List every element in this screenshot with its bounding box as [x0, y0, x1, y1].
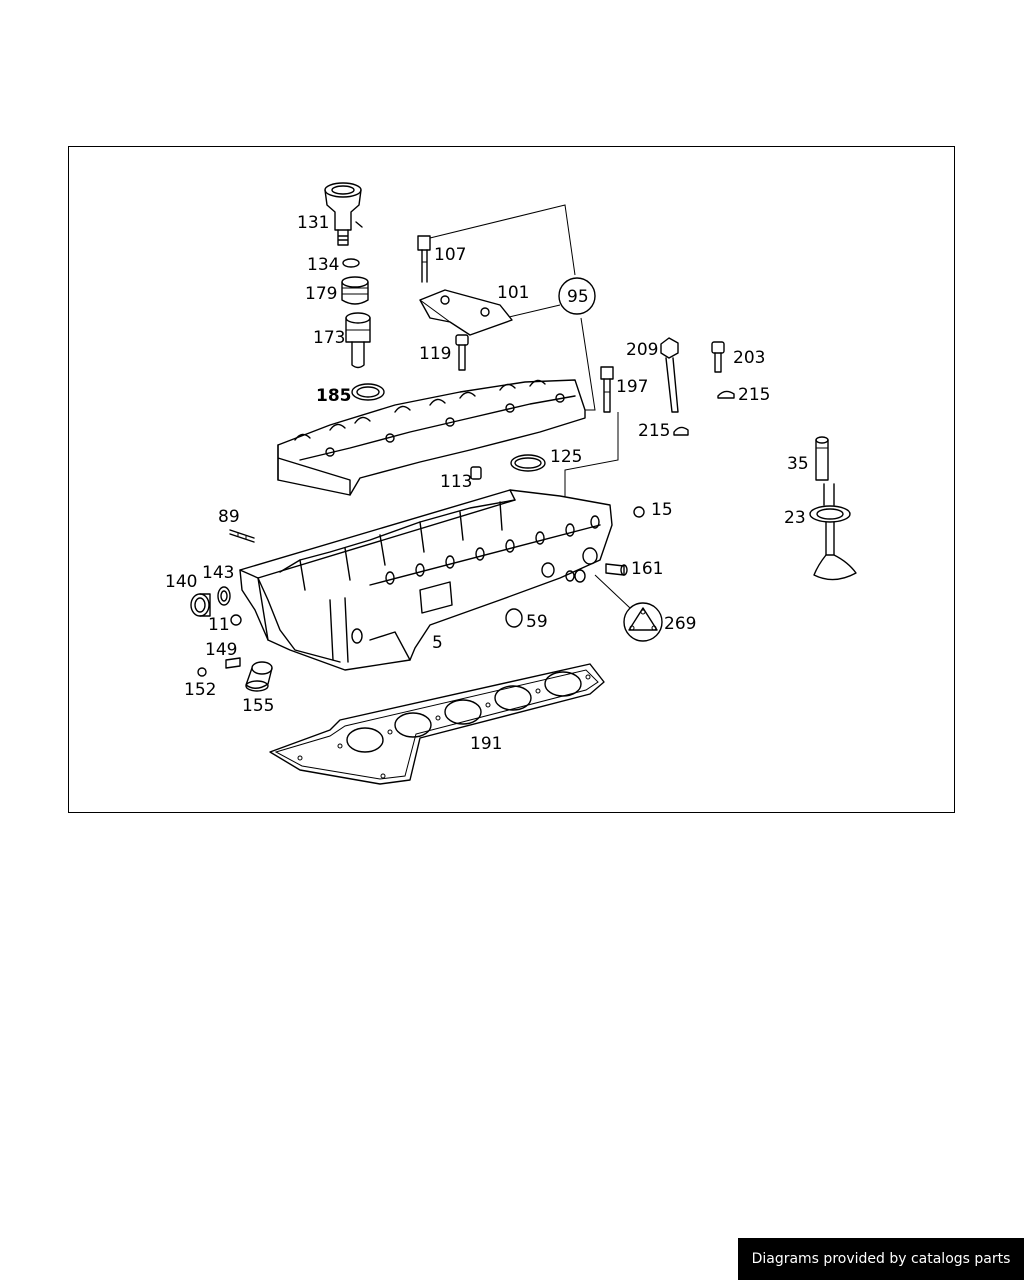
callout-125: 125 [550, 447, 582, 467]
callout-113: 113 [440, 472, 472, 492]
seal-125 [510, 454, 546, 472]
callout-23: 23 [784, 508, 806, 528]
bushing-179 [341, 276, 369, 305]
callout-11: 11 [208, 615, 230, 635]
callout-215-left: 215 [638, 421, 670, 441]
pin-149 [225, 657, 241, 669]
ball-152 [197, 667, 207, 677]
head-gasket-191 [269, 663, 605, 785]
tappet-113 [470, 466, 482, 480]
callout-143: 143 [202, 563, 234, 583]
callout-215-right: 215 [738, 385, 770, 405]
callout-119: 119 [419, 344, 451, 364]
bolt-203 [711, 341, 725, 373]
callout-107: 107 [434, 245, 466, 265]
callout-179: 179 [305, 284, 337, 304]
callout-89: 89 [218, 507, 240, 527]
sleeve-155 [245, 661, 273, 692]
callout-5: 5 [432, 633, 443, 653]
callout-173: 173 [313, 328, 345, 348]
bolt-107 [417, 235, 431, 283]
callout-203: 203 [733, 348, 765, 368]
plug-161 [605, 563, 628, 576]
credit-text: Diagrams provided by catalogs parts [751, 1251, 1011, 1267]
callout-labels: 131 134 179 173 185 107 101 95 119 209 2… [165, 213, 809, 754]
plug-59 [505, 608, 523, 628]
seal-143 [217, 586, 231, 606]
stud-89 [229, 529, 255, 543]
bolt-197 [600, 366, 614, 413]
callout-161: 161 [631, 559, 663, 579]
callout-209: 209 [626, 340, 658, 360]
callout-59: 59 [526, 612, 548, 632]
callout-131: 131 [297, 213, 329, 233]
callout-152: 152 [184, 680, 216, 700]
callout-95-circle [558, 277, 596, 315]
callout-149: 149 [205, 640, 237, 660]
callout-197: 197 [616, 377, 648, 397]
cover-269 [594, 574, 663, 642]
valve-guide-35 [815, 436, 829, 481]
bolt-119 [455, 334, 469, 371]
callout-134: 134 [307, 255, 339, 275]
callout-191: 191 [470, 734, 502, 754]
ring-134 [342, 258, 360, 268]
callout-185: 185 [316, 386, 352, 406]
camshaft-carrier [277, 379, 586, 496]
callout-15: 15 [651, 500, 673, 520]
washer-215-left [673, 426, 689, 436]
injector-nozzle-131 [324, 182, 363, 246]
valve-23 [809, 483, 857, 581]
ball-11 [230, 614, 242, 626]
cylinder-head-5 [239, 489, 613, 671]
plug-140 [190, 593, 211, 617]
bracket-101 [419, 289, 513, 336]
callout-95-bracket [429, 204, 619, 497]
diagram-frame [68, 146, 955, 813]
callout-35: 35 [787, 454, 809, 474]
bolt-209 [660, 337, 679, 413]
credit-badge: Diagrams provided by catalogs parts [738, 1238, 1024, 1280]
callout-269: 269 [664, 614, 696, 634]
seal-ring-185 [351, 383, 385, 401]
callout-155: 155 [242, 696, 274, 716]
plug-15 [633, 506, 645, 518]
injector-body-173 [345, 312, 371, 369]
callout-140: 140 [165, 572, 197, 592]
washer-215-right [717, 390, 735, 399]
callout-101: 101 [497, 283, 529, 303]
callout-95: 95 [567, 287, 589, 307]
